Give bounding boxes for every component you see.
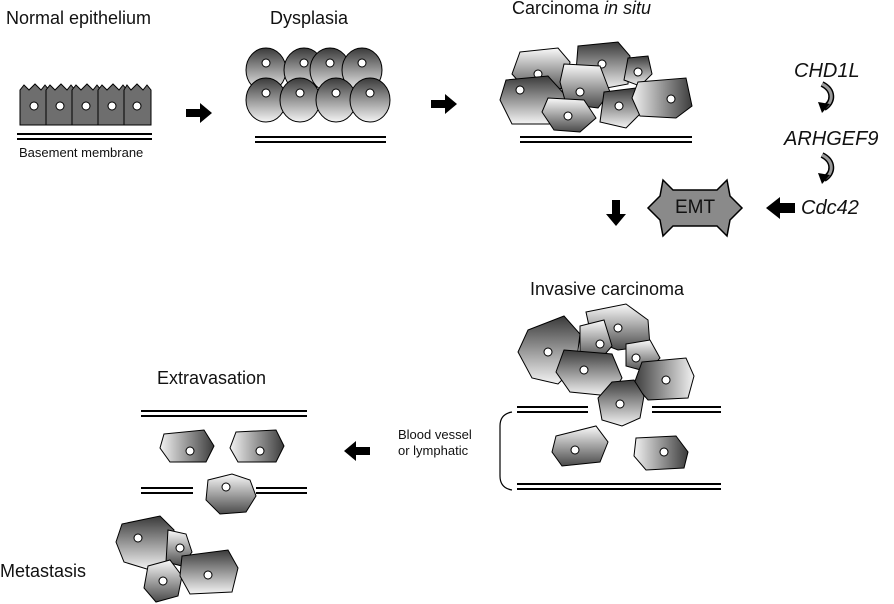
stage-label-extravasation: Extravasation: [157, 368, 267, 388]
arrow-right-icon: [186, 103, 212, 123]
tumor-cell: [143, 559, 183, 603]
vessel-wall: [517, 406, 721, 490]
tumor-cell: [541, 97, 597, 133]
basement-membrane: [17, 133, 152, 140]
tumor-cell: [597, 379, 645, 427]
basement-membrane: [255, 136, 386, 143]
arrow-left-icon: [766, 197, 795, 219]
metastasis: [115, 515, 239, 603]
circulating-tumor-cell: [633, 435, 689, 471]
circulating-tumor-cell: [159, 429, 215, 463]
arrow-left-icon: [344, 441, 370, 461]
stage-label-carcinoma: Carcinoma: [512, 0, 605, 18]
stage-label-normal-epithelium: Normal epithelium: [6, 8, 152, 28]
emt-label: EMT: [674, 197, 716, 218]
dysplastic-cell: [279, 77, 321, 123]
tumor-cell: [623, 55, 653, 87]
basement-membrane-label: Basement membrane: [19, 145, 144, 160]
arrow-right-icon: [431, 94, 457, 114]
emt-star-icon: [646, 178, 744, 238]
tumor-cell: [631, 77, 693, 119]
extravasation: [141, 410, 307, 515]
dysplastic-cell: [349, 77, 391, 123]
blood-vessel-label: Blood vessel: [398, 427, 472, 442]
epithelial-cell: [19, 83, 50, 126]
circulating-tumor-cell: [551, 425, 609, 467]
stage-label-in-situ: in situ: [604, 0, 652, 18]
basement-membrane: [520, 136, 692, 143]
gene-label-arhgef9: ARHGEF9: [784, 128, 879, 150]
epithelial-cell: [97, 83, 128, 126]
tumor-cell: [559, 63, 611, 109]
stage-label-invasive-carcinoma: Invasive carcinoma: [530, 279, 685, 299]
dysplastic-cell: [315, 77, 357, 123]
normal-epithelium: [17, 83, 152, 140]
stage-label-carcinoma-in-situ: Carcinoma in situ: [512, 0, 651, 19]
epithelial-cell: [123, 83, 152, 126]
gene-label-chd1l: CHD1L: [794, 60, 860, 82]
circulating-tumor-cell: [229, 429, 285, 463]
vessel-wall: [141, 410, 307, 494]
tumor-cell: [179, 549, 239, 595]
arrow-down-icon: [606, 200, 626, 226]
dysplasia: [245, 47, 391, 143]
lymphatic-label: or lymphatic: [398, 443, 469, 458]
extravasating-cell: [205, 473, 257, 515]
tumor-cell: [633, 357, 695, 401]
epithelial-cell: [71, 83, 102, 126]
vessel-bracket: [499, 411, 513, 491]
curved-arrow-down-icon: [818, 81, 835, 113]
stage-label-metastasis: Metastasis: [0, 561, 87, 581]
gene-label-cdc42: Cdc42: [801, 197, 859, 219]
epithelial-cell: [45, 83, 76, 126]
curved-arrow-down-icon: [818, 152, 835, 184]
stage-label-dysplasia: Dysplasia: [270, 8, 349, 28]
invasive-carcinoma: [499, 303, 721, 491]
carcinoma-in-situ: [499, 41, 693, 143]
dysplastic-cell: [245, 77, 287, 123]
